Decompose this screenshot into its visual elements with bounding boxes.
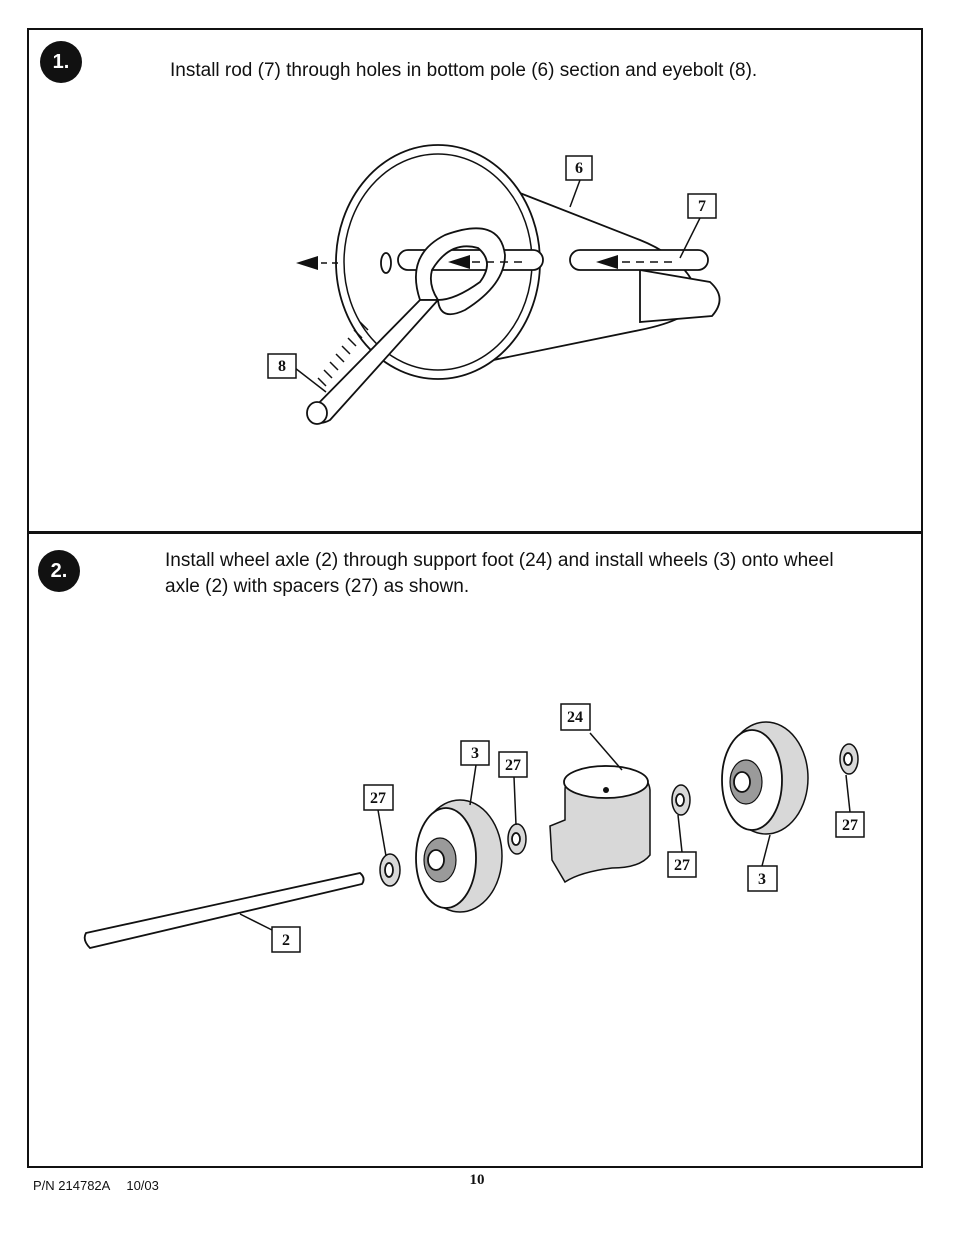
step-2-instruction: Install wheel axle (2) through support f…: [165, 550, 834, 597]
callout-7: 7: [687, 193, 717, 219]
page-frame: [27, 28, 923, 1168]
callout-3: 3: [747, 865, 778, 892]
callout-24: 24: [560, 703, 591, 731]
eyebolt-8: [415, 227, 506, 316]
callout-2: 2: [271, 926, 301, 953]
part-number: P/N 214782A: [33, 1178, 111, 1193]
revision-date: 10/03: [126, 1178, 159, 1193]
svg-text:8: 8: [278, 358, 286, 375]
footer-part-info: P/N 214782A 10/03: [33, 1178, 175, 1193]
svg-text:7: 7: [698, 198, 706, 215]
step-divider: [27, 531, 923, 534]
svg-text:27: 27: [842, 817, 858, 834]
hole-ring: [380, 252, 392, 274]
svg-text:27: 27: [674, 857, 690, 874]
callout-27: 27: [363, 784, 394, 811]
callout-27: 27: [667, 851, 697, 878]
arrow-left-icon: [296, 256, 318, 270]
arrow-left-icon: [596, 255, 618, 269]
wheel-axle-2: [83, 872, 365, 949]
svg-text:6: 6: [575, 160, 583, 177]
svg-text:2: 2: [282, 932, 290, 949]
svg-text:3: 3: [758, 871, 766, 888]
callout-3: 3: [460, 740, 490, 766]
pole-end: [639, 268, 721, 323]
step-2-badge: 2.: [38, 550, 80, 592]
callout-8: 8: [267, 353, 297, 379]
callout-6: 6: [565, 155, 593, 181]
callout-27: 27: [498, 751, 528, 778]
step-1-badge: 1.: [40, 41, 82, 83]
step-2-illustration: 24 3 27 27 27 27 3 27: [83, 703, 865, 953]
eyebolt-threads: [317, 321, 369, 387]
step-1-instruction: Install rod (7) through holes in bottom …: [170, 60, 758, 81]
svg-text:27: 27: [505, 757, 521, 774]
step-1-illustration: 6 7 8: [267, 144, 721, 425]
arrow-left-icon: [448, 255, 470, 269]
svg-text:27: 27: [370, 790, 386, 807]
page-number: 10: [469, 1172, 485, 1188]
svg-text:3: 3: [471, 745, 479, 762]
svg-text:24: 24: [567, 709, 583, 726]
callout-27: 27: [835, 811, 865, 838]
